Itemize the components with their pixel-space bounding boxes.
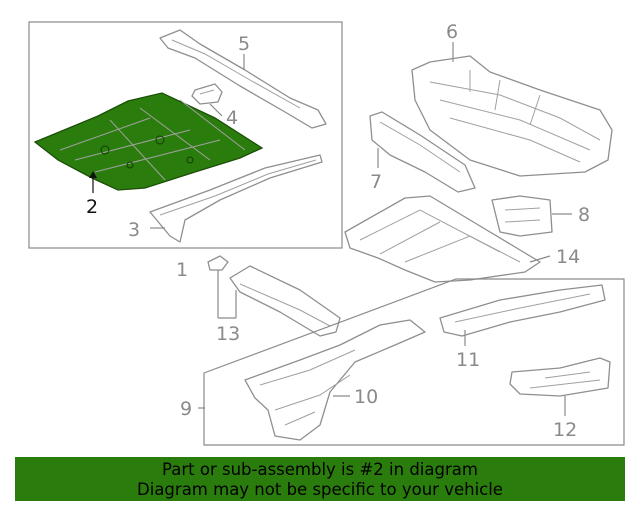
rail-assembly-part-10[interactable] (244, 319, 426, 441)
bracket-part-8[interactable] (491, 195, 553, 237)
rail-part-11[interactable] (439, 284, 606, 337)
leader-14 (529, 255, 551, 263)
bracket-part-4[interactable] (191, 83, 223, 105)
side-panel-part-7[interactable] (369, 111, 476, 193)
rear-floor-part-6[interactable] (411, 55, 613, 177)
bracket-part-12[interactable] (509, 357, 611, 397)
callout-2: 2 (86, 196, 98, 218)
callout-7: 7 (370, 171, 382, 193)
rail-part-13[interactable] (207, 255, 341, 337)
notice-banner: Part or sub-assembly is #2 in diagram Di… (15, 457, 625, 501)
callout-6: 6 (446, 21, 458, 43)
callout-4: 4 (226, 107, 238, 129)
callout-10: 10 (354, 386, 378, 408)
callout-5: 5 (238, 33, 250, 55)
callout-12: 12 (553, 419, 577, 441)
callout-1: 1 (176, 259, 188, 281)
banner-line-2: Diagram may not be specific to your vehi… (137, 480, 503, 499)
callout-13: 13 (216, 323, 240, 345)
callout-8: 8 (578, 204, 590, 226)
crossmember-part-5[interactable] (159, 29, 327, 129)
callout-3: 3 (128, 219, 140, 241)
side-rail-part-3[interactable] (149, 154, 323, 243)
group-1-box (28, 21, 343, 249)
callout-11: 11 (456, 349, 480, 371)
leader-4 (209, 103, 223, 117)
callout-14: 14 (556, 246, 580, 268)
parts-diagram: 1 2 3 4 5 6 7 8 9 10 11 12 13 14 (28, 21, 625, 446)
callout-9: 9 (180, 398, 192, 420)
crossmember-assembly-part-14[interactable] (344, 195, 541, 283)
leader-13 (217, 270, 237, 319)
group-9-box (203, 278, 625, 446)
banner-line-1: Part or sub-assembly is #2 in diagram (162, 460, 478, 479)
